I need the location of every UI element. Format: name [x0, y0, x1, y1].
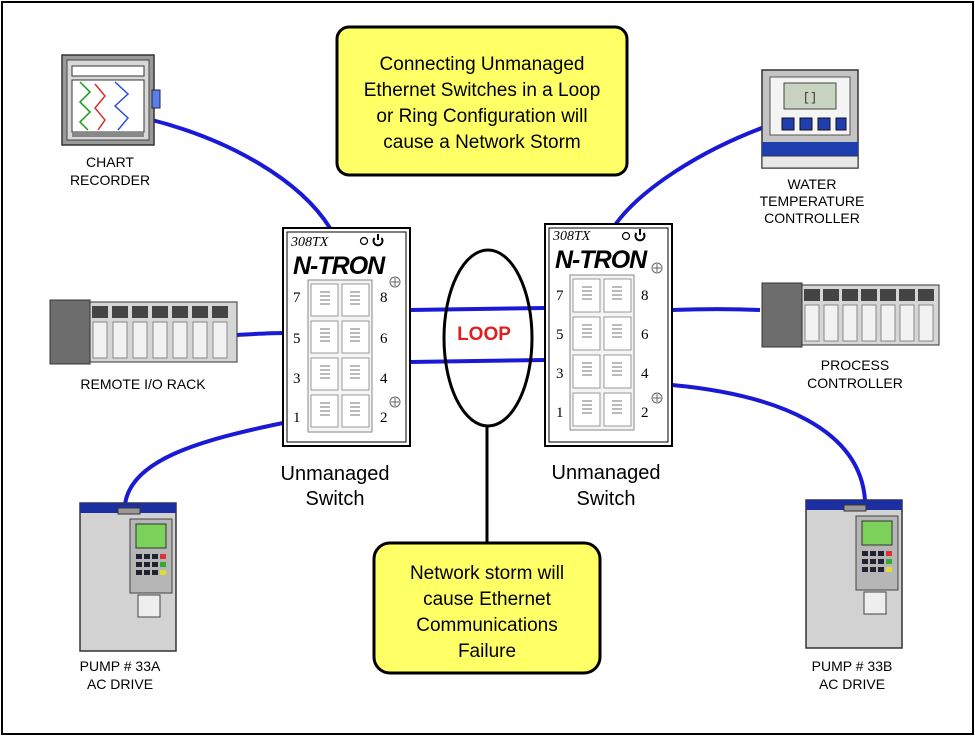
switch-left-port-block — [307, 279, 373, 433]
chart-recorder-icon — [61, 54, 161, 146]
switch-left-screw-bottom-icon — [389, 396, 401, 408]
switch-left-port-4: 4 — [380, 371, 388, 387]
switch-right-led-icon — [621, 231, 631, 241]
cables — [123, 118, 867, 506]
switch-left-label-2: Switch — [306, 488, 365, 510]
switch-right-port-block — [569, 274, 635, 431]
loop-indicator: LOOP — [442, 248, 534, 545]
switch-left-port-8: 8 — [380, 290, 388, 306]
storm-line-4: Failure — [458, 641, 516, 662]
switch-left-led-icon — [359, 236, 369, 246]
water-temp-label-2: TEMPERATURE — [760, 193, 865, 209]
switch-right-screw-bottom-icon — [651, 392, 663, 404]
switch-left-port-7: 7 — [293, 290, 301, 306]
process-controller-label-1: PROCESS — [821, 357, 889, 373]
switch-left-port-5: 5 — [293, 331, 301, 347]
switch-left-brand: N-TRON — [293, 252, 386, 280]
switch-left-screw-top-icon — [389, 276, 401, 288]
title-line-3: or Ring Configuration will — [376, 106, 587, 127]
switch-left-model: 308TX — [290, 235, 329, 250]
switch-right-model: 308TX — [552, 229, 591, 244]
switch-right-port-2: 2 — [641, 405, 649, 421]
chart-recorder-label-1: CHART — [86, 154, 134, 170]
storm-callout: Network storm will cause Ethernet Commun… — [372, 541, 602, 675]
switch-right-brand: N-TRON — [555, 246, 648, 274]
cable-process-controller — [671, 307, 761, 312]
title-line-1: Connecting Unmanaged — [380, 54, 585, 75]
switch-left-port-1: 1 — [293, 410, 301, 426]
water-temp-label-1: WATER — [788, 176, 837, 192]
switch-right-port-7: 7 — [556, 288, 564, 304]
switch-right-port-6: 6 — [641, 327, 649, 343]
pump-b-label-1: PUMP # 33B — [812, 658, 893, 674]
switch-right-port-3: 3 — [556, 366, 564, 382]
switch-right-screw-top-icon — [651, 262, 663, 274]
cable-loop-upper — [409, 306, 546, 312]
storm-line-2: cause Ethernet — [423, 589, 552, 610]
cable-pump-a — [123, 421, 284, 506]
pump-a-label-2: AC DRIVE — [87, 676, 153, 692]
switch-left-power-icon — [372, 234, 384, 247]
switch-right-label-2: Switch — [577, 488, 636, 510]
switch-right-port-4: 4 — [641, 366, 649, 382]
process-controller-label-2: CONTROLLER — [807, 375, 903, 391]
cable-remote-io — [236, 331, 284, 337]
pump-a-label-1: PUMP # 33A — [80, 658, 161, 674]
pump-a-drive-icon — [79, 502, 177, 652]
switch-left-port-2: 2 — [380, 410, 388, 426]
switch-left-label-1: Unmanaged — [281, 463, 390, 485]
switch-left-port-6: 6 — [380, 331, 388, 347]
switch-right-port-5: 5 — [556, 327, 564, 343]
remote-io-label: REMOTE I/O RACK — [80, 376, 206, 392]
cable-water-temp — [613, 123, 771, 227]
water-temp-controller-icon: [] — [761, 69, 859, 169]
title-line-2: Ethernet Switches in a Loop — [364, 80, 601, 101]
title-line-4: cause a Network Storm — [383, 132, 580, 153]
cable-chart-recorder — [151, 118, 332, 230]
switch-right: 308TX N-TRON — [544, 223, 673, 510]
storm-line-1: Network storm will — [410, 563, 564, 584]
cable-pump-b — [671, 383, 867, 501]
cable-loop-lower — [409, 358, 546, 364]
process-controller-icon — [761, 282, 940, 348]
pump-b-drive-icon — [805, 499, 903, 649]
chart-recorder-label-2: RECORDER — [70, 172, 150, 188]
title-callout: Connecting Unmanaged Ethernet Switches i… — [335, 25, 629, 177]
switch-left: 308TX N-TRON — [281, 227, 411, 510]
switch-right-port-8: 8 — [641, 288, 649, 304]
loop-label: LOOP — [457, 324, 511, 345]
switch-right-power-icon — [634, 229, 646, 242]
svg-text:[]: [] — [803, 91, 817, 105]
remote-io-rack-icon — [49, 299, 238, 365]
storm-line-3: Communications — [416, 615, 558, 636]
pump-b-label-2: AC DRIVE — [819, 676, 885, 692]
switch-left-port-3: 3 — [293, 371, 301, 387]
switch-right-label-1: Unmanaged — [552, 462, 661, 484]
water-temp-label-3: CONTROLLER — [764, 210, 860, 226]
switch-right-port-1: 1 — [556, 405, 564, 421]
